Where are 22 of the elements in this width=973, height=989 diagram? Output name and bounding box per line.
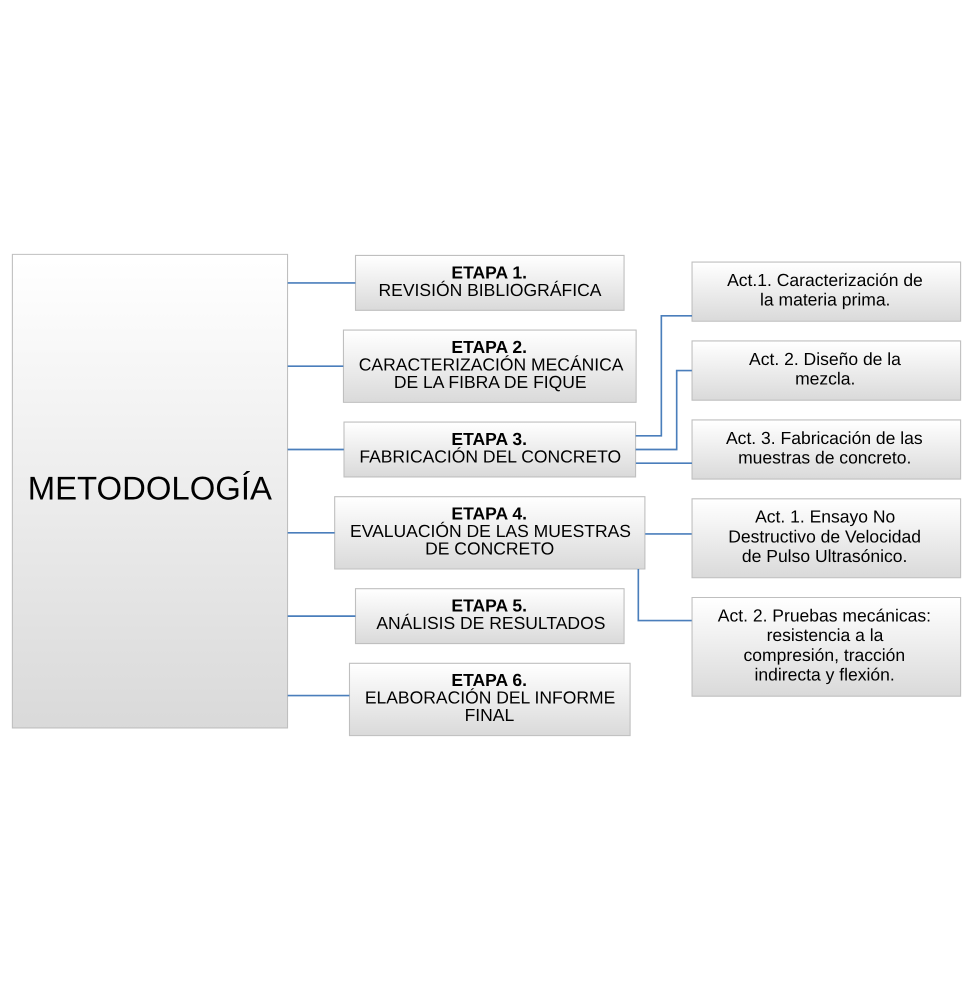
- node-box: ETAPA 3. FABRICACIÓN DEL CONCRETO: [343, 421, 636, 477]
- connector: [288, 532, 335, 534]
- node-box: ETAPA 4. EVALUACIÓN DE LAS MUESTRAS DE CONCRETO: [334, 496, 646, 570]
- connector: [645, 532, 692, 534]
- node-box: Act. 2. Diseño de la mezcla.: [691, 340, 962, 400]
- node-box: ETAPA 1. REVISIÓN BIBLIOGRÁFICA: [354, 254, 625, 310]
- node-box: Act. 2. Pruebas mecánicas: resistencia a la compresión, tracción indirecta y flexión.: [691, 596, 962, 696]
- node-box: ETAPA 6. ELABORACIÓN DEL INFORME FINAL: [348, 662, 631, 736]
- connector: [288, 614, 356, 616]
- connector: [288, 694, 350, 696]
- node-box: METODOLOGÍA: [12, 253, 288, 728]
- connector: [288, 364, 344, 367]
- node-box: ETAPA 5. ANÁLISIS DE RESULTADOS: [354, 588, 625, 644]
- node-box: ETAPA 2. CARACTERIZACIÓN MECÁNICA DE LA FIBRA DE FIQUE: [342, 328, 637, 402]
- connector: [288, 282, 356, 284]
- connector: [638, 568, 692, 621]
- node-box: Act. 1. Ensayo No Destructivo de Velocidad de Pulso Ultrasónico.: [691, 498, 962, 578]
- connector: [636, 314, 692, 436]
- node-box: Act. 3. Fabricación de las muestras de concreto.: [691, 418, 962, 480]
- node-box: Act.1. Caracterización de la materia prima.: [691, 261, 962, 322]
- connector: [288, 448, 344, 450]
- connector: [636, 462, 692, 464]
